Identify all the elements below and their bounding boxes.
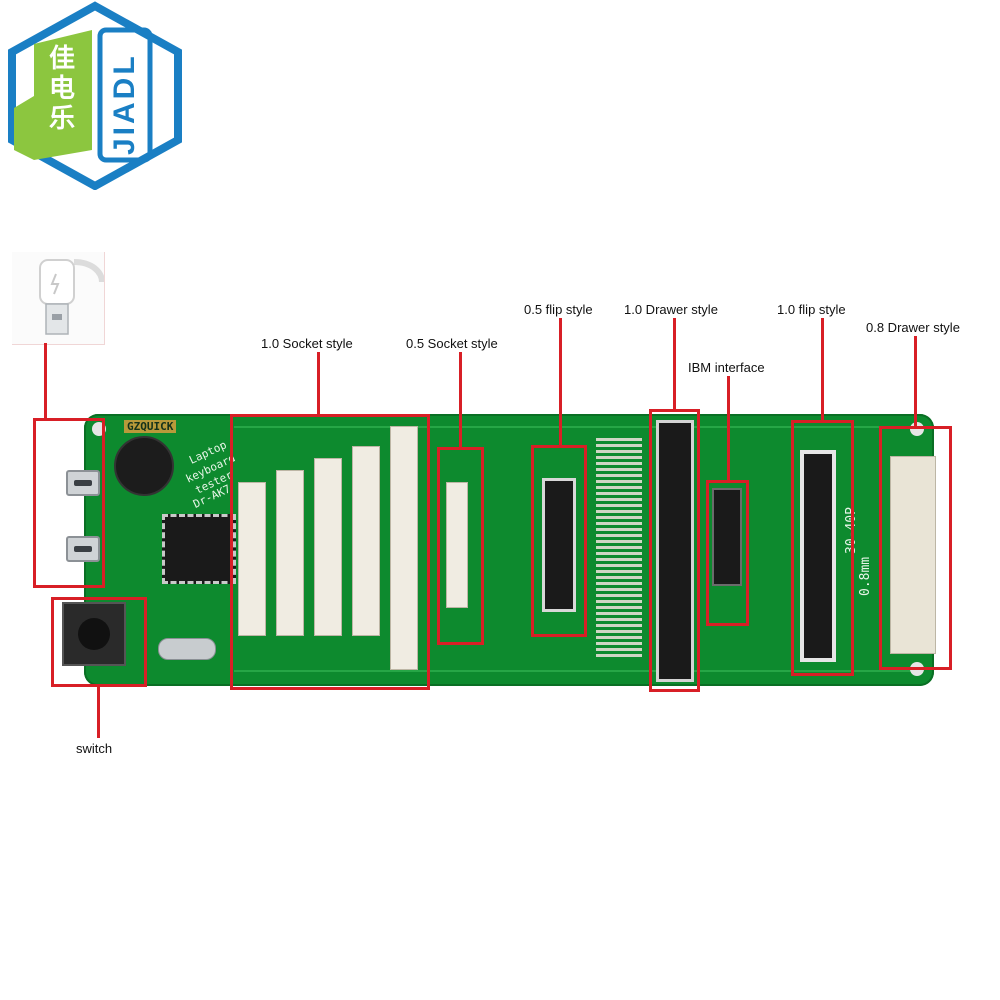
label-socket-0-5: 0.5 Socket style [406, 336, 498, 351]
usb-cable-icon [39, 259, 105, 335]
label-socket-1-0: 1.0 Socket style [261, 336, 353, 351]
highlight-drawer-0-8 [879, 426, 952, 670]
drawer-0-8 [890, 456, 936, 654]
socket-1-0-e [390, 426, 418, 670]
mcu-chip [162, 514, 236, 584]
callout-socket-1-0 [317, 352, 320, 416]
logo-english-text: JIADL [108, 53, 141, 155]
flip-0-5 [542, 478, 576, 612]
silk-brand: GZQUICK [124, 420, 177, 433]
callout-drawer-1-0 [673, 318, 676, 411]
highlight-flip-0-5 [531, 445, 587, 637]
label-flip-0-5: 0.5 flip style [524, 302, 593, 317]
tactile-switch[interactable] [62, 602, 126, 666]
socket-1-0-d [352, 446, 380, 636]
label-ibm: IBM interface [688, 360, 765, 375]
usb-port-bottom[interactable] [66, 536, 100, 562]
callout-flip-1-0 [821, 318, 824, 422]
highlight-socket-1-0 [230, 414, 430, 690]
socket-1-0-b [276, 470, 304, 636]
logo-chinese-text: 佳电乐 [48, 44, 75, 134]
crystal-oscillator [158, 638, 216, 660]
socket-0-5 [446, 482, 468, 608]
buzzer [114, 436, 174, 496]
highlight-flip-1-0 [791, 420, 854, 676]
pin-strip [596, 438, 642, 660]
usb-port-top[interactable] [66, 470, 100, 496]
callout-switch [97, 686, 100, 738]
flip-1-0 [800, 450, 836, 662]
label-drawer-0-8: 0.8 Drawer style [866, 320, 960, 335]
label-drawer-1-0: 1.0 Drawer style [624, 302, 718, 317]
ibm-connector [712, 488, 742, 586]
logo-hexagon-icon [8, 1, 182, 190]
socket-1-0-a [238, 482, 266, 636]
highlight-socket-0-5 [437, 447, 484, 645]
highlight-usb-ports [33, 418, 105, 588]
highlight-ibm [706, 480, 749, 626]
silk-pitch: 0.8mm [858, 556, 873, 596]
callout-ibm [727, 376, 730, 482]
usb-callout-line [44, 343, 47, 419]
socket-1-0-c [314, 458, 342, 636]
highlight-drawer-1-0 [649, 409, 700, 692]
usb-cable-thumbnail [12, 252, 105, 345]
callout-flip-0-5 [559, 318, 562, 447]
drawer-1-0 [656, 420, 694, 682]
highlight-switch [51, 597, 147, 687]
callout-drawer-0-8 [914, 336, 917, 428]
label-switch: switch [76, 741, 113, 756]
callout-socket-0-5 [459, 352, 462, 449]
label-flip-1-0: 1.0 flip style [777, 302, 846, 317]
